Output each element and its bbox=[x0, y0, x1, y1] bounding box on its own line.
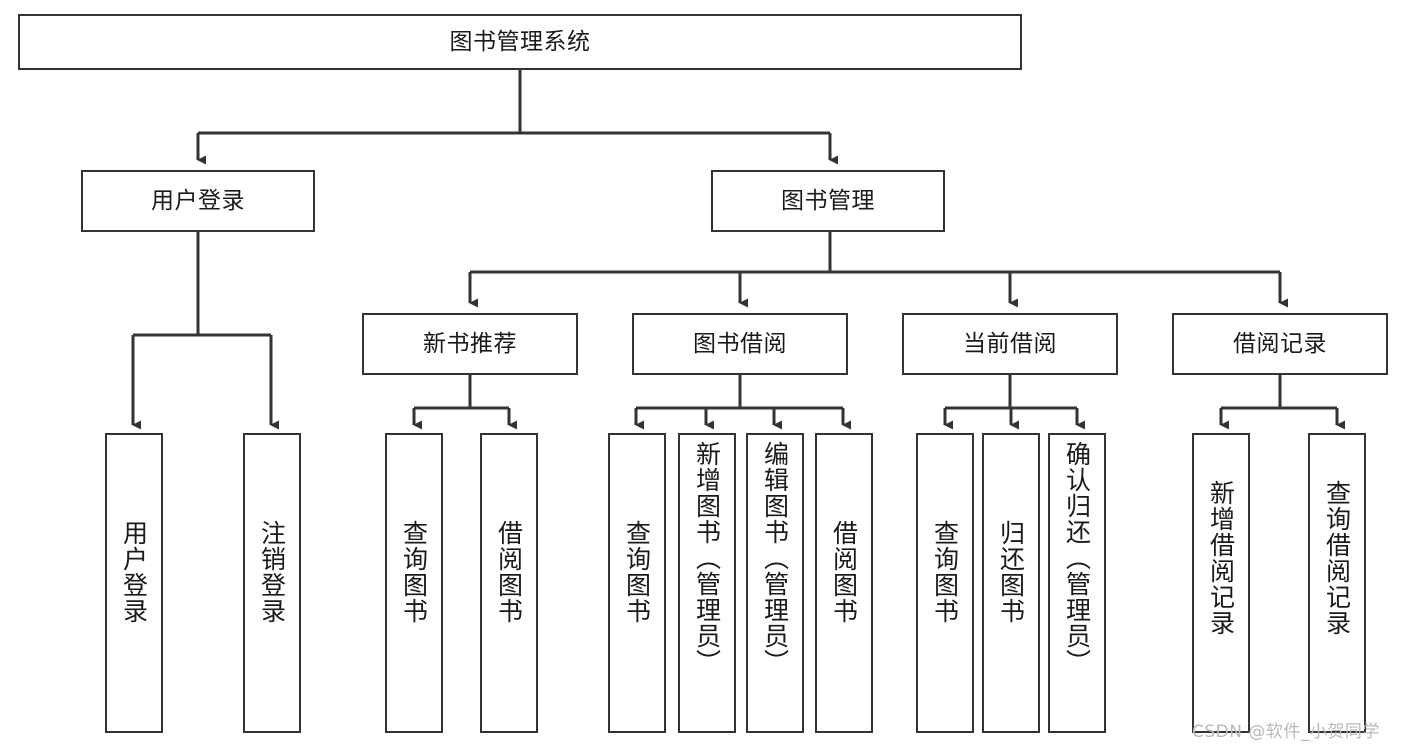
leaf-label: 用户登录 bbox=[119, 520, 149, 624]
node-user-login-label: 用户登录 bbox=[151, 187, 245, 214]
leaf-new-book-borrow[interactable]: 借阅图书 bbox=[480, 433, 538, 733]
leaf-label: 编辑图书（管理员） bbox=[760, 441, 790, 675]
leaf-label: 新增图书（管理员） bbox=[692, 441, 722, 675]
node-root[interactable]: 图书管理系统 bbox=[18, 14, 1022, 70]
node-new-book-recommend[interactable]: 新书推荐 bbox=[362, 313, 578, 375]
leaf-label: 借阅图书 bbox=[494, 520, 524, 624]
leaf-label: 新增借阅记录 bbox=[1206, 480, 1236, 636]
leaf-user-login-login[interactable]: 用户登录 bbox=[105, 433, 163, 733]
node-current-borrow[interactable]: 当前借阅 bbox=[902, 313, 1118, 375]
node-borrow-record-label: 借阅记录 bbox=[1233, 330, 1327, 357]
leaf-record-add[interactable]: 新增借阅记录 bbox=[1192, 433, 1250, 733]
node-user-login[interactable]: 用户登录 bbox=[81, 170, 315, 232]
leaf-current-query-book[interactable]: 查询图书 bbox=[916, 433, 974, 733]
leaf-label: 查询图书 bbox=[399, 520, 429, 624]
node-current-borrow-label: 当前借阅 bbox=[963, 330, 1057, 357]
node-book-borrow[interactable]: 图书借阅 bbox=[632, 313, 848, 375]
leaf-borrow-add-book[interactable]: 新增图书（管理员） bbox=[678, 433, 736, 733]
leaf-borrow-edit-book[interactable]: 编辑图书（管理员） bbox=[746, 433, 804, 733]
leaf-borrow-borrow-book[interactable]: 借阅图书 bbox=[815, 433, 873, 733]
node-new-book-recommend-label: 新书推荐 bbox=[423, 330, 517, 357]
leaf-current-confirm-return[interactable]: 确认归还（管理员） bbox=[1048, 433, 1106, 733]
leaf-label: 注销登录 bbox=[257, 520, 287, 624]
leaf-new-book-query[interactable]: 查询图书 bbox=[385, 433, 443, 733]
leaf-user-login-logout[interactable]: 注销登录 bbox=[243, 433, 301, 733]
node-borrow-record[interactable]: 借阅记录 bbox=[1172, 313, 1388, 375]
leaf-label: 查询借阅记录 bbox=[1322, 480, 1352, 636]
watermark: CSDN @软件_小贺同学 bbox=[1192, 722, 1380, 742]
node-root-label: 图书管理系统 bbox=[449, 28, 591, 55]
leaf-label: 归还图书 bbox=[996, 520, 1026, 624]
leaf-record-query[interactable]: 查询借阅记录 bbox=[1308, 433, 1366, 733]
node-book-borrow-label: 图书借阅 bbox=[693, 330, 787, 357]
leaf-borrow-query-book[interactable]: 查询图书 bbox=[608, 433, 666, 733]
node-book-management[interactable]: 图书管理 bbox=[711, 170, 945, 232]
leaf-label: 查询图书 bbox=[930, 520, 960, 624]
leaf-label: 确认归还（管理员） bbox=[1062, 441, 1092, 675]
leaf-label: 借阅图书 bbox=[829, 520, 859, 624]
node-book-management-label: 图书管理 bbox=[781, 187, 875, 214]
leaf-label: 查询图书 bbox=[622, 520, 652, 624]
leaf-current-return-book[interactable]: 归还图书 bbox=[982, 433, 1040, 733]
